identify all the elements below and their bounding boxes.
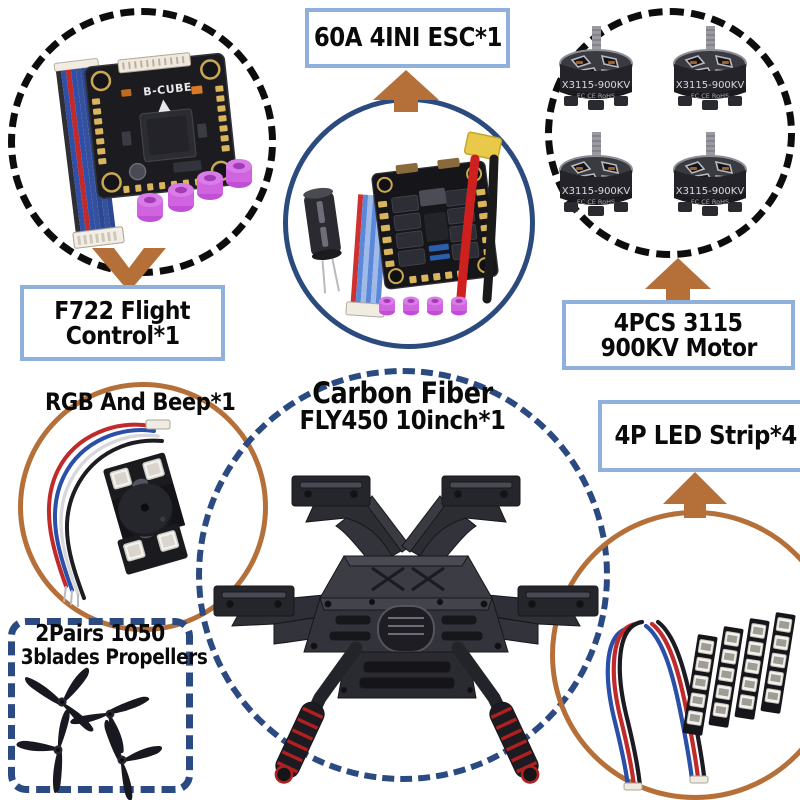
label-rgb-beep-line1: RGB And Beep*1 bbox=[45, 388, 236, 416]
label-led-strip-line1: 4P LED Strip*4 bbox=[614, 420, 797, 451]
label-propellers-line1: 2Pairs 1050 bbox=[35, 621, 165, 647]
label-rgb-beep: RGB And Beep*1 bbox=[45, 388, 236, 416]
arrow-down-icon-flight-control bbox=[92, 248, 166, 292]
label-motor[interactable]: 4PCS 3115 900KV Motor bbox=[562, 300, 795, 370]
label-motor-line2: 900KV Motor bbox=[600, 333, 757, 362]
led-strip-circle bbox=[550, 510, 800, 800]
motor-circle bbox=[545, 8, 795, 258]
label-esc[interactable]: 60A 4INI ESC*1 bbox=[305, 8, 510, 68]
arrow-up-icon-esc bbox=[373, 70, 439, 112]
esc-photo bbox=[295, 115, 527, 330]
led-strips-photo bbox=[600, 590, 800, 791]
motors-photo: X3115-900KV FC CE RoHS bbox=[556, 20, 786, 240]
propellers-box bbox=[8, 618, 193, 793]
arrow-up-icon-led-strip bbox=[663, 472, 727, 518]
arrow-up-icon-motor bbox=[645, 258, 711, 302]
label-motor-line1: 4PCS 3115 bbox=[614, 307, 743, 337]
vibration-dampers bbox=[137, 159, 252, 222]
label-frame: Carbon Fiber FLY450 10inch*1 bbox=[290, 378, 514, 436]
label-esc-line1: 60A 4INI ESC*1 bbox=[313, 22, 502, 53]
svg-text:B-CUBE: B-CUBE bbox=[143, 81, 193, 99]
label-propellers: 2Pairs 1050 3blades Propellers bbox=[20, 621, 208, 670]
label-led-strip[interactable]: 4P LED Strip*4 bbox=[598, 400, 800, 472]
flight-controller-photo: B-CUBE bbox=[30, 30, 260, 255]
rgb-beep-photo bbox=[22, 418, 232, 608]
label-flight-control-line1: F722 Flight bbox=[54, 295, 191, 325]
label-propellers-line2: 3blades Propellers bbox=[20, 645, 208, 670]
label-frame-line2: FLY450 10inch*1 bbox=[299, 406, 506, 437]
propellers-photo bbox=[11, 657, 192, 800]
label-flight-control-line2: Control*1 bbox=[65, 321, 180, 350]
frame-photo bbox=[196, 448, 616, 784]
label-flight-control[interactable]: F722 Flight Control*1 bbox=[20, 285, 225, 361]
label-frame-line1: Carbon Fiber bbox=[312, 376, 493, 410]
